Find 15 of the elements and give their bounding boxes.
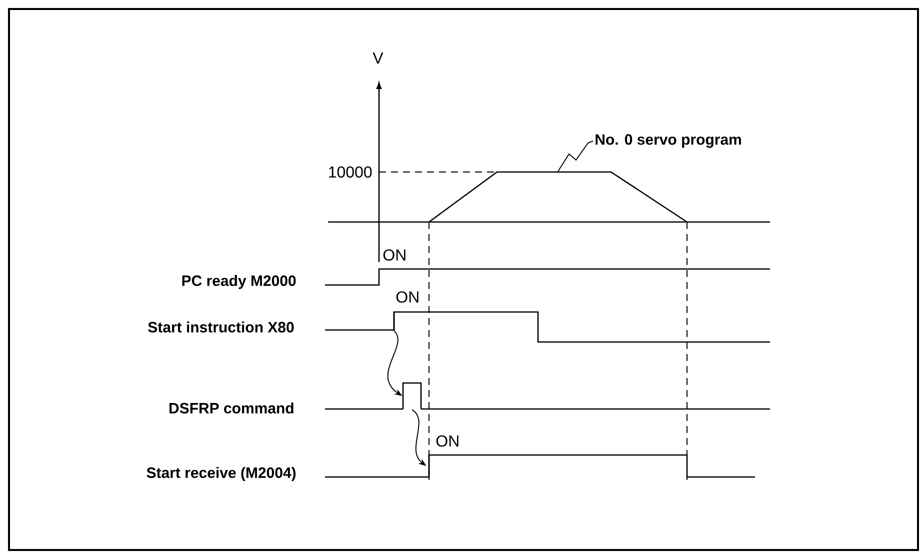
servo-program-label: No. 0 servo program: [596, 134, 741, 148]
on-label: ON: [396, 291, 418, 303]
rising-edge: [393, 312, 395, 330]
axis-label: V: [372, 52, 384, 64]
on-label: ON: [436, 435, 458, 447]
signal-label: Start receive (M2004): [146, 467, 296, 481]
signal-label: Start instruction X80: [148, 322, 294, 332]
signal-label: PC ready M2000: [182, 275, 296, 289]
pulse-waveform: [402, 382, 422, 409]
rising-edge: [428, 455, 430, 477]
leader-line: [558, 140, 594, 172]
signal-label: DSFRP command: [170, 402, 294, 414]
on-label: ON: [383, 249, 406, 261]
speed-profile: [428, 171, 688, 223]
tick-label: 10000: [329, 166, 372, 178]
